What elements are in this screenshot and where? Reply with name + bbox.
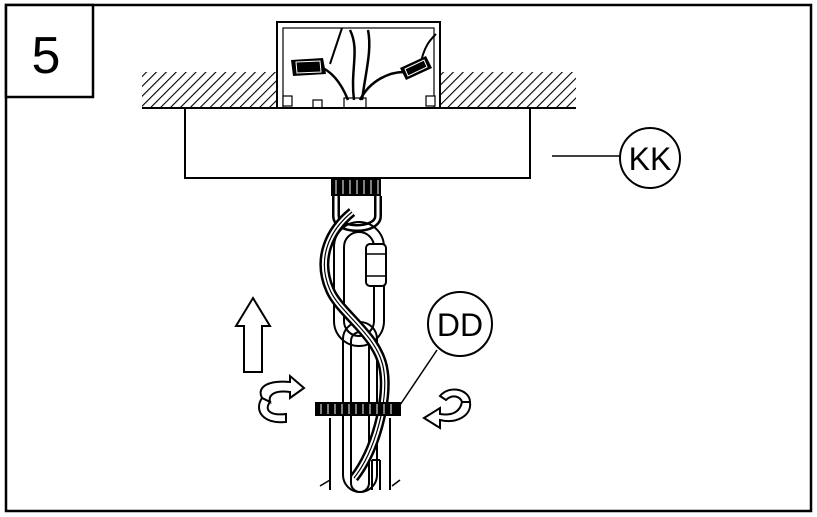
callout-dd-label: DD [437,307,483,343]
step-number-box: 5 [4,3,95,99]
callout-kk: KK [552,127,681,189]
step-number: 5 [32,27,61,85]
arrow-up-icon [234,296,272,373]
threaded-nipple [331,178,381,196]
callout-kk-label: KK [629,141,672,177]
callout-dd: DD [397,291,493,409]
rotate-arrow-icon [422,388,472,430]
canopy [184,107,531,179]
knurled-nut [315,402,401,416]
power-cord [319,208,390,482]
rotate-arrow-icon [258,373,306,424]
junction-box [276,21,441,113]
fixture-tube [319,418,401,490]
wire-nut-left [291,58,326,76]
wire-nut-right [400,56,432,80]
chain-connector [365,243,387,287]
